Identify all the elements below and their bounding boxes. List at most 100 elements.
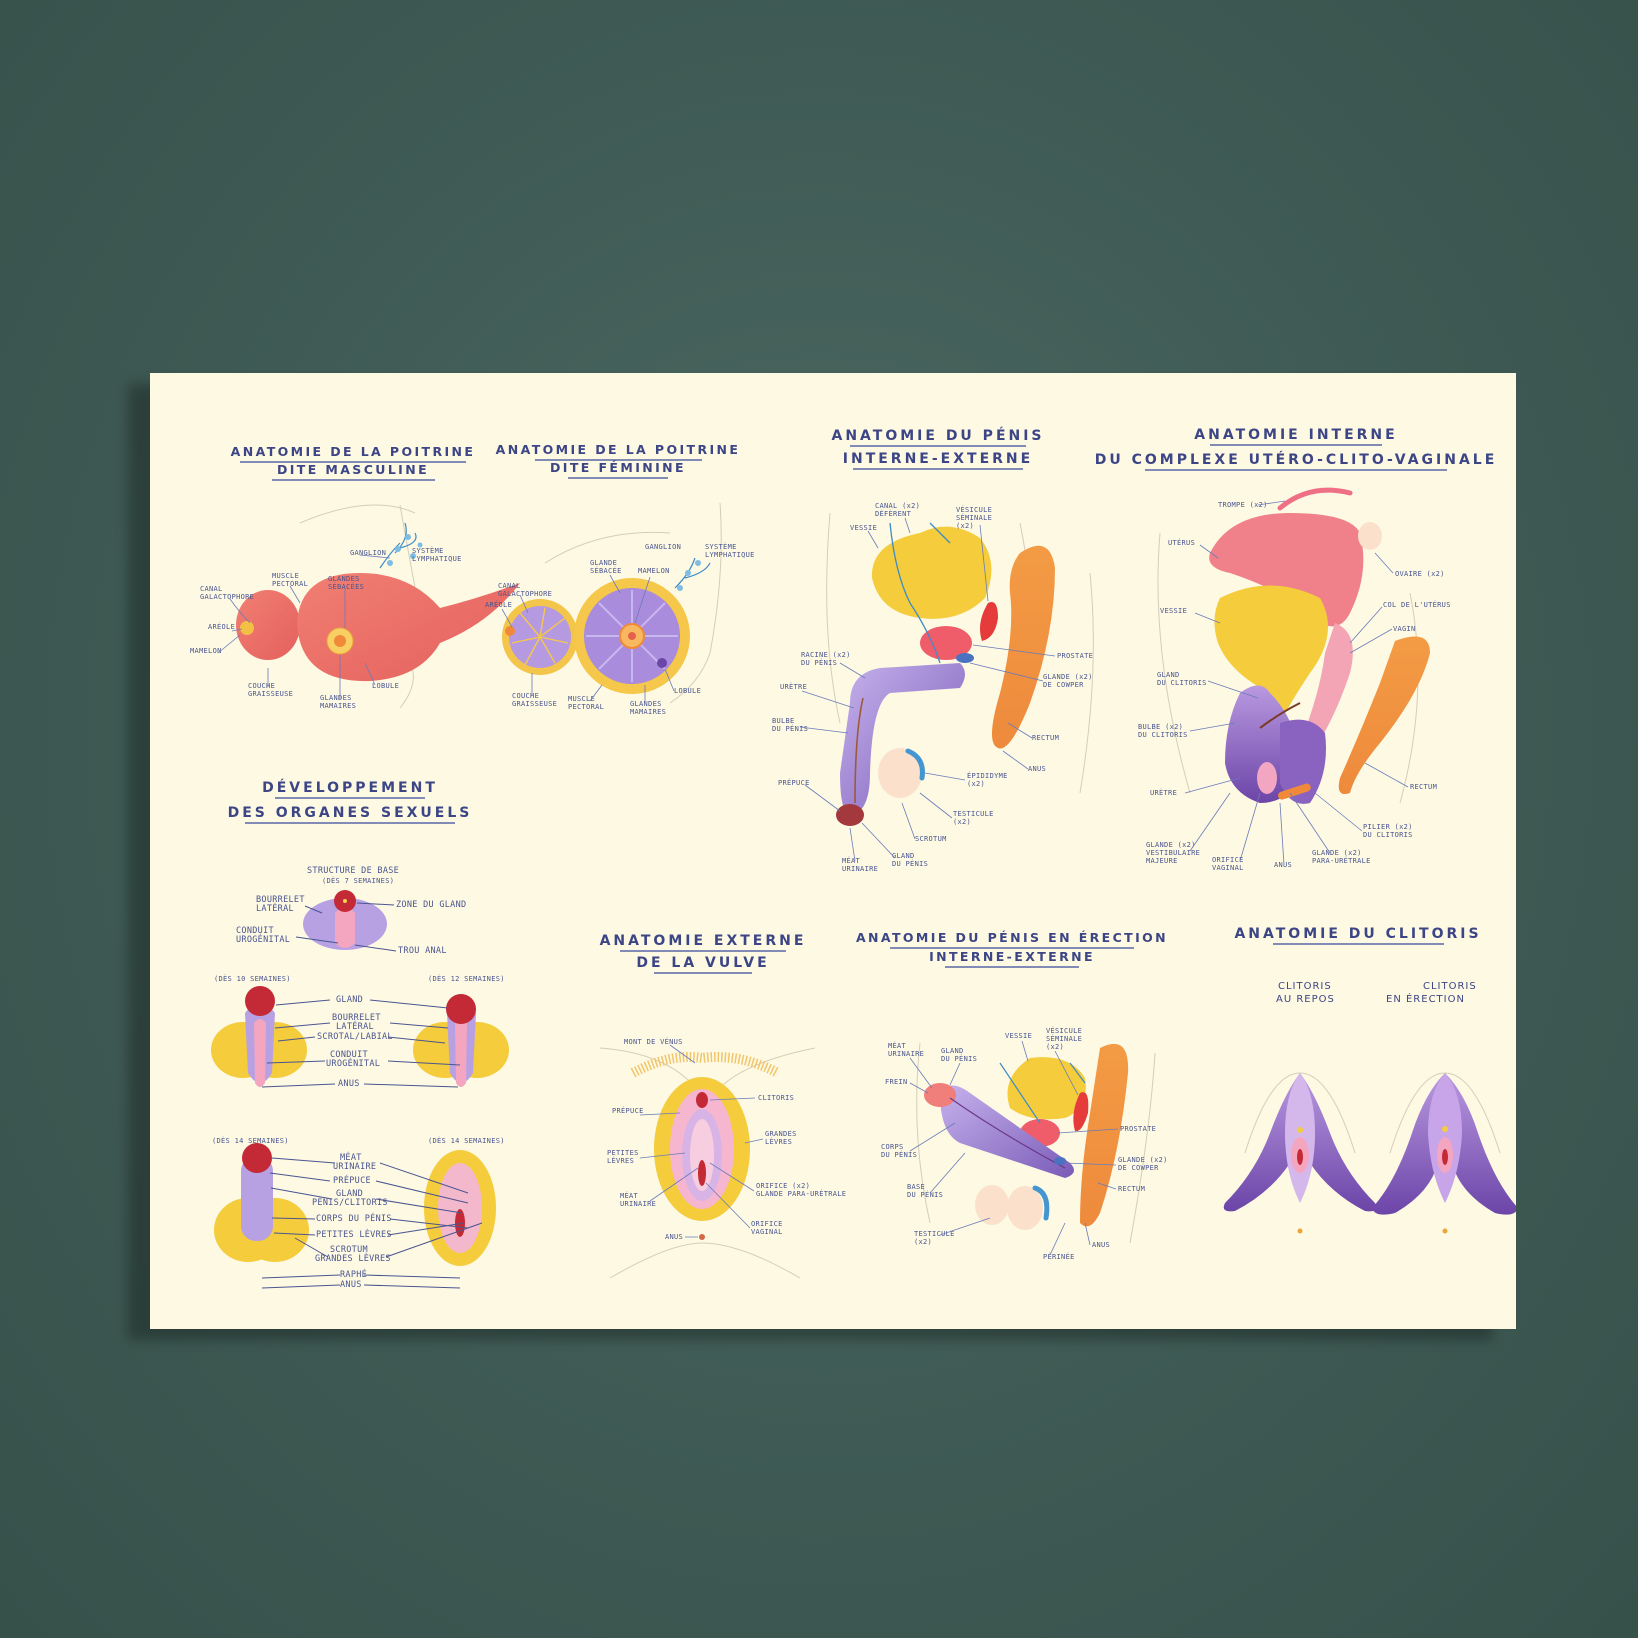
diagram-vulve: MONT DE VÉNUS CLITORIS PRÉPUCE GRANDESLÈ… xyxy=(599,1037,846,1279)
masc-areole xyxy=(240,621,254,635)
poster-illustrations: ANATOMIE DE LA POITRINE DITE MASCULINE A… xyxy=(190,427,1516,1290)
label-masc-couche: COUCHE xyxy=(248,682,275,690)
penis-prostate xyxy=(920,626,972,660)
label-dev-meat: MÉAT xyxy=(340,1151,362,1163)
title-clitoris: ANATOMIE DU CLITORIS xyxy=(1234,926,1481,945)
label-erect-rectum: RECTUM xyxy=(1118,1185,1145,1193)
label-utero-pilier: PILIER (x2) xyxy=(1363,823,1413,831)
title-dev-line1: DÉVELOPPEMENT xyxy=(262,779,438,796)
label-erect-testicule: TESTICULE xyxy=(914,1230,955,1238)
label-dev-bourrelet2: LATÉRAL xyxy=(256,902,294,914)
penis-canal-deferent xyxy=(889,522,951,664)
label-masc-lobule: LOBULE xyxy=(372,682,399,690)
label-fem-canal2: GALACTOPHORE xyxy=(498,590,552,598)
label-penis-prostate: PROSTATE xyxy=(1057,652,1093,660)
label-penis-glande2: DE COWPER xyxy=(1043,681,1084,689)
label-erect-vessie: VESSIE xyxy=(1005,1032,1032,1040)
label-erect-gland2: DU PÉNIS xyxy=(941,1054,977,1063)
title-vulve-line2: DE LA VULVE xyxy=(636,955,769,971)
title-poitrine-masculine: ANATOMIE DE LA POITRINE DITE MASCULINE xyxy=(231,444,476,481)
erect-testicule-1 xyxy=(975,1185,1009,1225)
label-vulve-orifice-g2: GLANDE PARA-URÉTRALE xyxy=(756,1189,846,1198)
penis-vessie xyxy=(871,526,992,619)
label-utero-ovaire: OVAIRE (x2) xyxy=(1395,570,1445,578)
label-fem-couche: COUCHE xyxy=(512,692,539,700)
label-vulve-anus: ANUS xyxy=(665,1233,683,1241)
label-vulve-orifice: ORIFICE xyxy=(751,1220,783,1228)
title-masc-line1: ANATOMIE DE LA POITRINE xyxy=(231,444,476,459)
clit-erection-label-2: EN ÉRECTION xyxy=(1386,992,1465,1005)
label-utero-col: COL DE L'UTÉRUS xyxy=(1383,600,1451,609)
label-masc-muscle2: PECTORAL xyxy=(272,580,308,588)
label-dev-bourrelet-lat: BOURRELET xyxy=(332,1013,381,1023)
label-erect-vesicule3: (x2) xyxy=(1046,1043,1064,1051)
label-utero-gland2: DU CLITORIS xyxy=(1157,679,1207,687)
title-clit: ANATOMIE DU CLITORIS xyxy=(1234,926,1481,942)
vulve-mont xyxy=(630,1052,781,1078)
label-dev-structure2: (DÈS 7 SEMAINES) xyxy=(322,876,394,885)
label-fem-ganglion: GANGLION xyxy=(645,543,681,551)
label-dev-structure: STRUCTURE DE BASE xyxy=(307,866,399,876)
penis-labels: VESSIE CANAL (x2)DÉFÉRENT VÉSICULESÉMINA… xyxy=(772,502,1093,873)
label-dev-trou: TROU ANAL xyxy=(398,946,447,956)
clitoris-au-repos xyxy=(1223,1072,1377,1234)
title-masc-line2: DITE MASCULINE xyxy=(277,462,429,477)
title-vulve: ANATOMIE EXTERNE DE LA VULVE xyxy=(600,933,803,974)
label-erect-gland: GLAND xyxy=(941,1047,964,1055)
label-erect-perinee: PÉRINÉE xyxy=(1043,1252,1075,1261)
clitoris-en-erection xyxy=(1372,1072,1516,1234)
label-erect-meat: MÉAT xyxy=(888,1041,907,1050)
title-utero-line2: DU COMPLEXE UTÉRO-CLITO-VAGINALE xyxy=(1095,451,1498,468)
label-masc-glande: GLANDES xyxy=(328,575,360,583)
label-penis-rectum: RECTUM xyxy=(1032,734,1059,742)
label-vulve-orifice2: VAGINAL xyxy=(751,1228,783,1236)
title-dev-line2: DES ORGANES SEXUELS xyxy=(228,805,473,821)
label-masc-lymph2: LYMPHATIQUE xyxy=(412,555,462,563)
title-utero-line1: ANATOMIE INTERNE xyxy=(1194,427,1397,443)
label-dev-gland-c: GLAND xyxy=(336,1189,363,1199)
label-erect-vesicule: VÉSICULE xyxy=(1046,1026,1082,1035)
label-masc-couche2: GRAISSEUSE xyxy=(248,690,293,698)
label-masc-glandes-m2: MAMAIRES xyxy=(320,702,356,710)
vulve-labels: MONT DE VÉNUS CLITORIS PRÉPUCE GRANDESLÈ… xyxy=(607,1037,846,1241)
label-penis-meat: MÉAT xyxy=(842,856,861,865)
title-developpement: DÉVELOPPEMENT DES ORGANES SEXUELS xyxy=(228,779,473,824)
label-penis-epididyme: ÉPIDIDYME xyxy=(967,771,1008,780)
label-penis-glande: GLANDE (x2) xyxy=(1043,673,1093,681)
label-penis-canal: CANAL (x2) xyxy=(875,502,920,510)
label-erect-base: BASE xyxy=(907,1183,925,1191)
label-penis-anus: ANUS xyxy=(1028,765,1046,773)
clit-repos-label-1: CLITORIS xyxy=(1278,981,1332,992)
label-dev-raphe: RAPHÉ xyxy=(340,1268,367,1280)
label-erect-meat2: URINAIRE xyxy=(888,1050,924,1058)
erect-vesicule xyxy=(1073,1092,1089,1132)
label-utero-vagin: VAGIN xyxy=(1393,625,1416,633)
label-masc-glandes-m: GLANDES xyxy=(320,694,352,702)
title-penis-line2: INTERNE-EXTERNE xyxy=(843,451,1033,467)
label-vulve-prepuce: PRÉPUCE xyxy=(612,1106,644,1115)
title-penis-erection: ANATOMIE DU PÉNIS EN ÉRECTION INTERNE-EX… xyxy=(856,930,1166,968)
label-vulve-grandes2: LÈVRES xyxy=(765,1137,792,1146)
label-dev-w12: (DÈS 12 SEMAINES) xyxy=(428,974,505,983)
label-penis-uretre: URÈTRE xyxy=(780,682,807,691)
label-penis-bulbe: BULBE xyxy=(772,717,795,725)
label-masc-ganglion: GANGLION xyxy=(350,549,386,557)
label-fem-glande2: SÉBACÉE xyxy=(590,566,622,575)
label-erect-corps2: DU PÉNIS xyxy=(881,1150,917,1159)
fem-mamelon-front xyxy=(505,626,515,636)
label-masc-muscle: MUSCLE xyxy=(272,572,299,580)
label-penis-vessie: VESSIE xyxy=(850,524,877,532)
label-fem-glande: GLANDE xyxy=(590,559,617,567)
anatomy-poster: ANATOMIE DE LA POITRINE DITE MASCULINE A… xyxy=(150,373,1516,1329)
utero-labels: TROMPE (x2) UTÉRUS OVAIRE (x2) VESSIE CO… xyxy=(1138,501,1451,872)
fem-mamelon xyxy=(628,632,636,640)
utero-rectum xyxy=(1338,636,1430,794)
clit-repos-label-2: AU REPOS xyxy=(1276,994,1335,1005)
label-fem-glandes-m2: MAMAIRES xyxy=(630,708,666,716)
label-masc-mamelon: MAMELON xyxy=(190,647,222,655)
label-dev-grandes: GRANDES LÈVRES xyxy=(315,1252,391,1264)
vulve-anus xyxy=(699,1234,705,1240)
